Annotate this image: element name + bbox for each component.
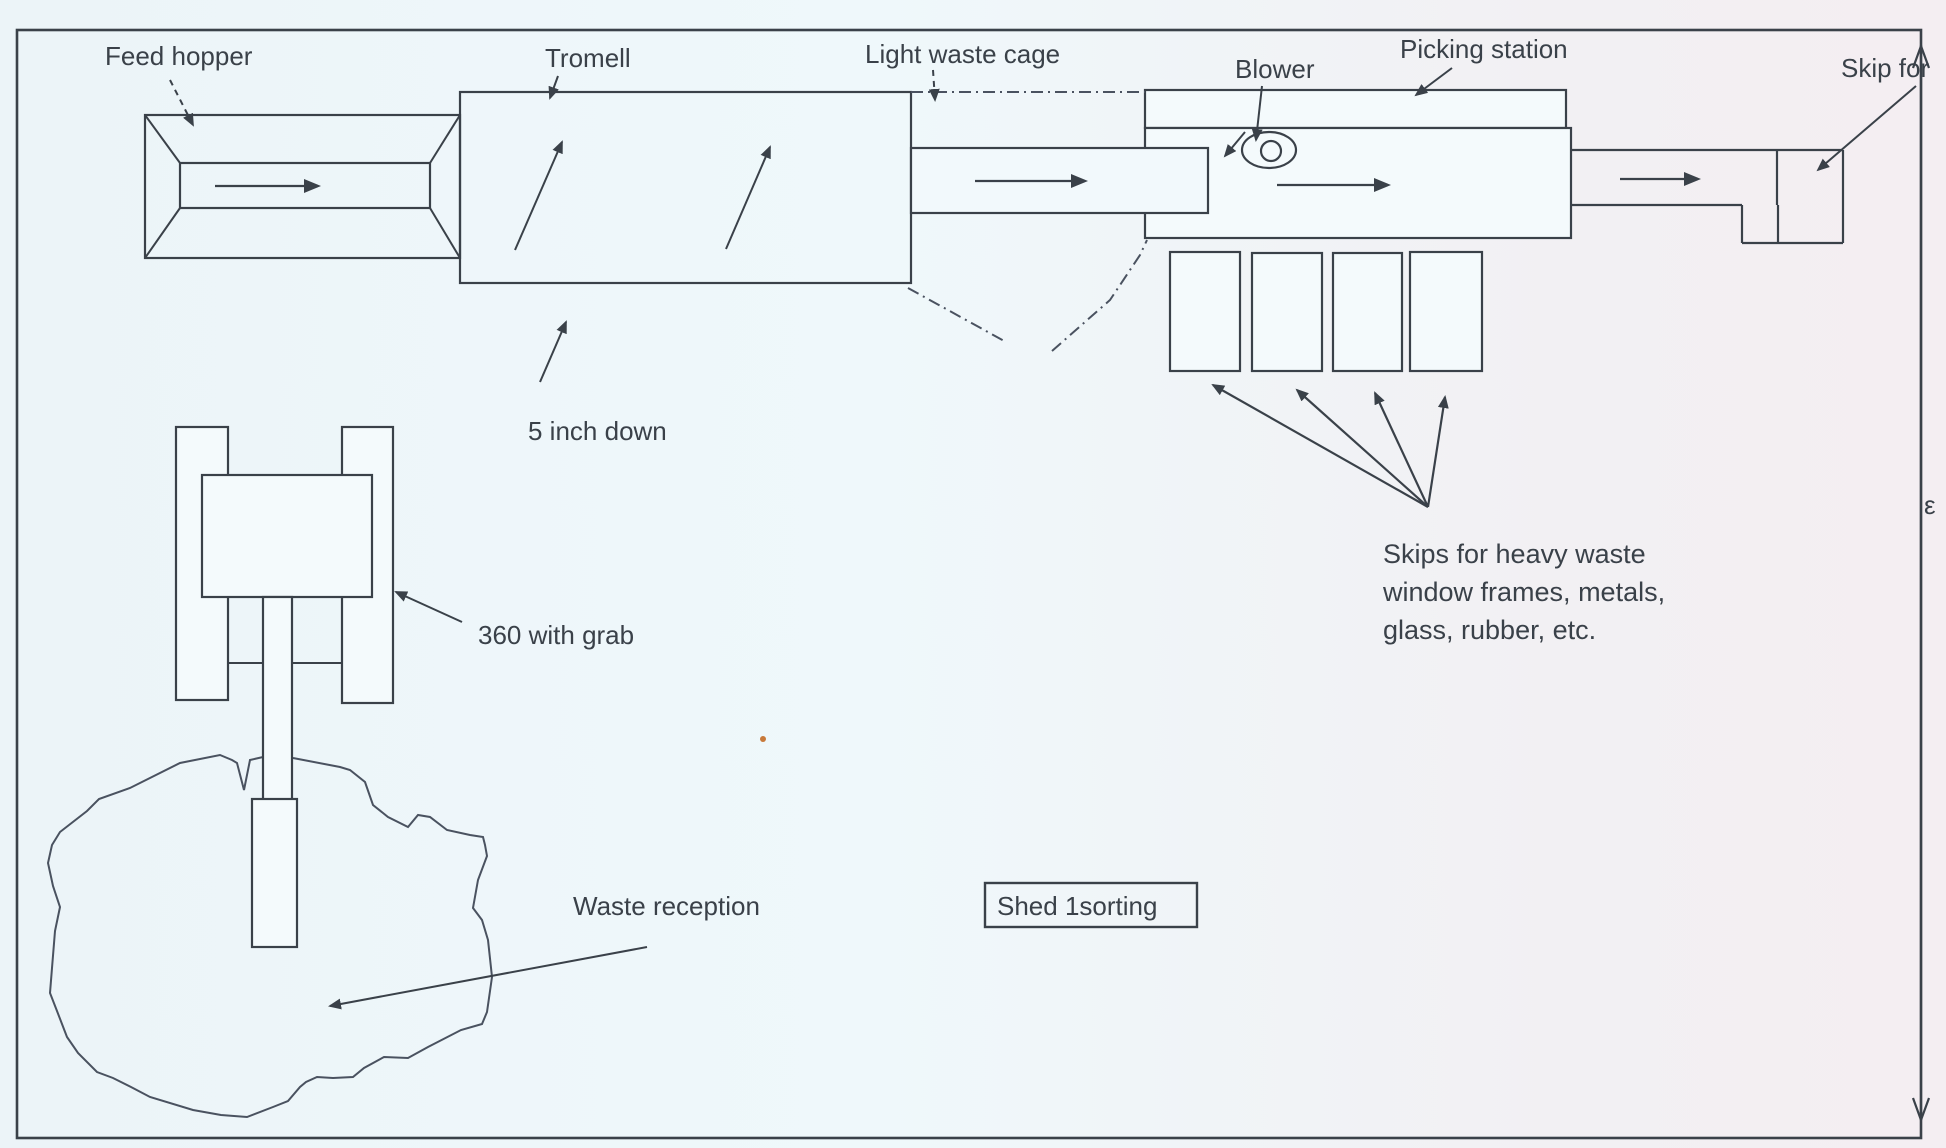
- cage-funnel-right: [1051, 239, 1148, 352]
- excavator-leader: [394, 591, 463, 623]
- dimension-mark: ε: [1924, 490, 1936, 520]
- skip-pointer-arrow: [1295, 388, 1429, 508]
- feed-hopper-leader: [169, 79, 194, 127]
- feed-hopper-label: Feed hopper: [105, 41, 253, 71]
- rotation-arrow: [725, 145, 771, 250]
- skip-pointer-arrow: [1211, 384, 1429, 508]
- light-waste-cage-label: Light waste cage: [865, 39, 1060, 69]
- light-waste-cage-leader: [928, 69, 940, 102]
- heavy-waste-skips: [1168, 250, 1484, 508]
- dimension-arrow-up: [1911, 42, 1931, 69]
- waste-reception-leader: [328, 946, 648, 1010]
- tromell-label: Tromell: [545, 43, 631, 73]
- cage-funnel-left: [907, 287, 1007, 343]
- excavator-label: 360 with grab: [478, 620, 634, 650]
- feed-hopper-diagonal: [144, 207, 181, 259]
- feed-hopper-inner: [178, 161, 432, 210]
- excavator-grab: [250, 797, 299, 949]
- skip-1: [1168, 250, 1242, 373]
- dimension-line: ε: [1911, 42, 1936, 1124]
- skip-for-leader: [1816, 85, 1917, 172]
- picking-station-leader: [1414, 67, 1453, 97]
- blower-leader: [1251, 85, 1263, 142]
- picking-station-walkway: [1143, 88, 1568, 130]
- five-inch-leader: [539, 320, 567, 383]
- skip-pointer-arrow: [1374, 391, 1429, 508]
- blow-direction-arrow: [1223, 131, 1246, 158]
- feed-hopper-diagonal: [429, 207, 461, 259]
- blower-nozzle: [1259, 139, 1283, 163]
- dimension-arrow-down: [1911, 1097, 1931, 1124]
- skip-pointer-arrow: [1426, 395, 1449, 508]
- five-inch-down-label: 5 inch down: [528, 416, 667, 446]
- transfer-conveyor: [909, 146, 1210, 215]
- orange-scan-speck: [760, 736, 766, 742]
- feed-hopper-diagonal: [144, 114, 181, 164]
- shed-box: [983, 881, 1199, 929]
- excavator-body: [200, 473, 374, 599]
- skip-for-label: Skip for: [1841, 53, 1929, 83]
- picking-station-label: Picking station: [1400, 34, 1568, 64]
- light-waste-cage: [907, 91, 1148, 352]
- tromell-leader: [548, 75, 559, 100]
- excavator-boom: [261, 595, 294, 802]
- rotation-arrow: [514, 140, 563, 251]
- skips-note-line3: glass, rubber, etc.: [1383, 615, 1596, 645]
- skips-note-line1: Skips for heavy waste: [1383, 539, 1646, 569]
- shed-label-box: Shed 1sorting: [983, 881, 1199, 929]
- excavator-360: [174, 425, 395, 705]
- waste-reception-label: Waste reception: [573, 891, 760, 921]
- skip-4: [1408, 250, 1484, 373]
- skip-3: [1331, 251, 1404, 373]
- skips-note-line2: window frames, metals,: [1382, 577, 1665, 607]
- shed-label: Shed 1sorting: [997, 891, 1157, 921]
- feed-hopper-diagonal: [429, 114, 461, 164]
- waste-reception-pile: [46, 753, 494, 1119]
- blower-label: Blower: [1235, 54, 1315, 84]
- blower-housing: [1240, 130, 1298, 170]
- skip-2: [1250, 251, 1324, 373]
- exit-conveyor-and-skip: [1571, 148, 1845, 245]
